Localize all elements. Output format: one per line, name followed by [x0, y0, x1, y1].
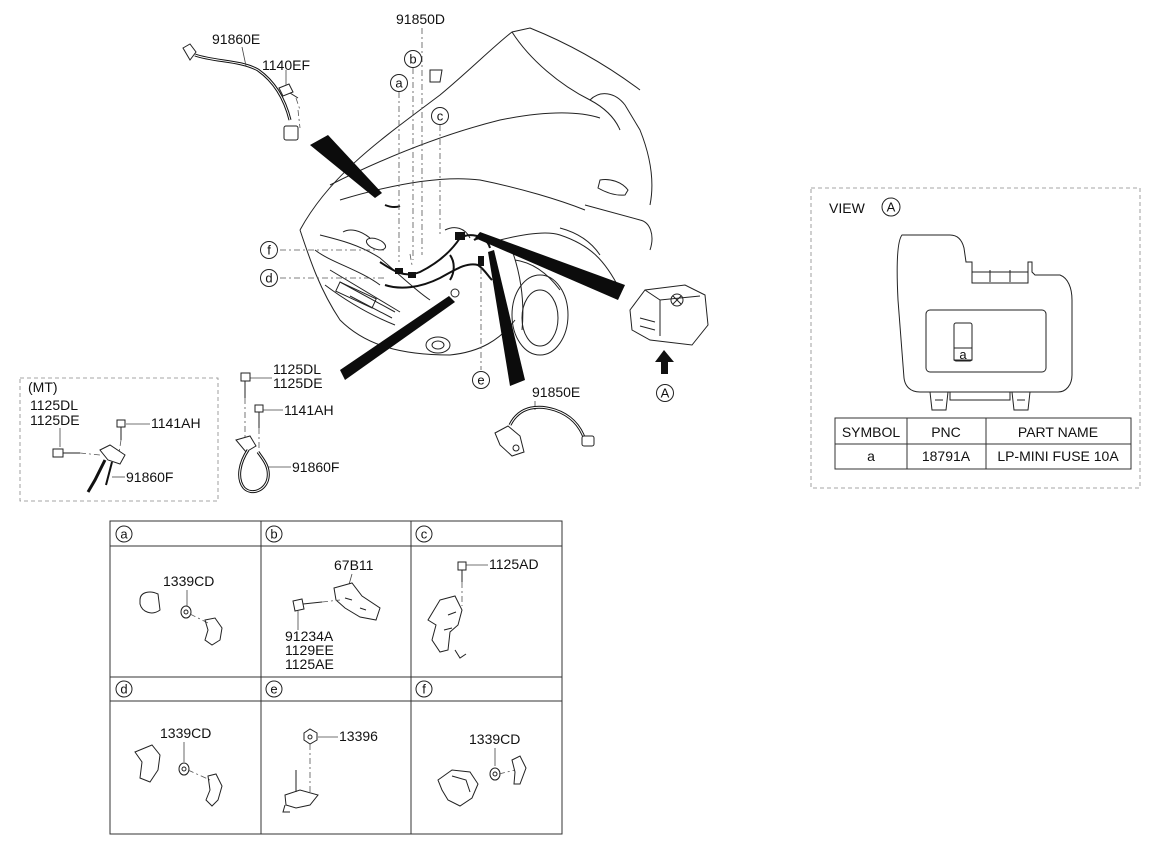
fuse-table: SYMBOL PNC PART NAME a 18791A LP-MINI FU…: [834, 417, 1132, 470]
mt-variant-box: (MT) 1125DL 1125DE 1141AH 91860F: [19, 377, 219, 502]
cable-91850E: 91850E: [494, 384, 595, 457]
fuse-box-assembly: [629, 284, 709, 346]
detail-header-a: a: [115, 525, 133, 543]
main-harness-91850D: [379, 204, 493, 298]
detail-d-content: 1339CD: [134, 725, 223, 807]
svg-text:b: b: [270, 527, 277, 542]
table-header-symbol: SYMBOL: [842, 424, 901, 440]
label-1141AH[interactable]: 1141AH: [284, 402, 334, 418]
detail-f-content: 1339CD: [437, 731, 527, 807]
label-1129EE[interactable]: 1129EE: [285, 642, 334, 658]
label-1339CD-a[interactable]: 1339CD: [163, 573, 214, 589]
mt-label-1141AH[interactable]: 1141AH: [151, 415, 201, 431]
mt-title: (MT): [28, 379, 58, 395]
svg-text:f: f: [422, 682, 426, 697]
label-1125AE[interactable]: 1125AE: [285, 656, 334, 672]
detail-e-content: 13396: [282, 728, 378, 813]
detail-a-content: 1339CD: [139, 573, 223, 646]
svg-text:e: e: [270, 682, 277, 697]
view-label: VIEW: [829, 200, 866, 216]
svg-text:a: a: [395, 76, 403, 91]
svg-text:b: b: [409, 52, 416, 67]
arrow-view-a[interactable]: A: [655, 350, 674, 402]
callout-a[interactable]: a: [390, 74, 408, 92]
label-91860E[interactable]: 91860E: [212, 31, 260, 47]
detail-b-content: 67B11 91234A 1129EE 1125AE: [285, 557, 381, 672]
callout-d[interactable]: d: [260, 269, 278, 287]
table-header-part-name: PART NAME: [1018, 424, 1098, 440]
label-91234A[interactable]: 91234A: [285, 628, 334, 644]
label-91850D[interactable]: 91850D: [396, 11, 445, 27]
svg-text:c: c: [421, 527, 428, 542]
label-1125DL[interactable]: 1125DL: [273, 361, 321, 377]
table-cell-symbol[interactable]: a: [867, 448, 875, 464]
mt-label-1125DE[interactable]: 1125DE: [30, 412, 80, 428]
view-a-panel: VIEW A a: [810, 187, 1141, 489]
callout-c[interactable]: c: [431, 107, 449, 125]
svg-text:A: A: [661, 386, 670, 401]
svg-text:d: d: [265, 271, 272, 286]
vehicle-front-illustration: [299, 27, 653, 356]
fuse-symbol-a[interactable]: a: [959, 347, 967, 362]
callout-e[interactable]: e: [472, 371, 490, 389]
detail-header-f: f: [415, 680, 433, 698]
mt-label-1125DL[interactable]: 1125DL: [30, 397, 78, 413]
svg-text:a: a: [120, 527, 128, 542]
table-cell-part-name[interactable]: LP-MINI FUSE 10A: [997, 448, 1119, 464]
bolt-1140EF: [278, 70, 301, 111]
label-13396[interactable]: 13396: [339, 728, 378, 744]
svg-text:d: d: [120, 682, 127, 697]
detail-header-d: d: [115, 680, 133, 698]
ground-cable-91860F: 1125DL 1125DE 1141AH 91860F: [235, 361, 339, 494]
pointer-wedges: [310, 135, 625, 386]
detail-header-b: b: [265, 525, 283, 543]
label-1339CD-f[interactable]: 1339CD: [469, 731, 520, 747]
svg-text:e: e: [477, 373, 484, 388]
table-cell-pnc[interactable]: 18791A: [922, 448, 971, 464]
label-1140EF[interactable]: 1140EF: [262, 57, 310, 73]
label-1339CD-d[interactable]: 1339CD: [160, 725, 211, 741]
detail-header-c: c: [415, 525, 433, 543]
battery-cable-91860E: [182, 43, 301, 141]
label-1125DE[interactable]: 1125DE: [273, 375, 323, 391]
label-91850E[interactable]: 91850E: [532, 384, 580, 400]
table-header-pnc: PNC: [931, 424, 961, 440]
svg-text:f: f: [267, 243, 271, 258]
callout-f[interactable]: f: [260, 241, 278, 259]
label-67B11[interactable]: 67B11: [334, 557, 374, 573]
detail-header-e: e: [265, 680, 283, 698]
callout-b[interactable]: b: [404, 50, 422, 68]
mt-label-91860F[interactable]: 91860F: [126, 469, 173, 485]
callout-leaders: [280, 28, 482, 370]
label-91860F[interactable]: 91860F: [292, 459, 339, 475]
svg-text:c: c: [437, 109, 444, 124]
detail-grid: [109, 520, 563, 835]
label-1125AD[interactable]: 1125AD: [489, 556, 539, 572]
detail-c-content: 1125AD: [427, 556, 539, 659]
view-letter: A: [887, 200, 896, 215]
